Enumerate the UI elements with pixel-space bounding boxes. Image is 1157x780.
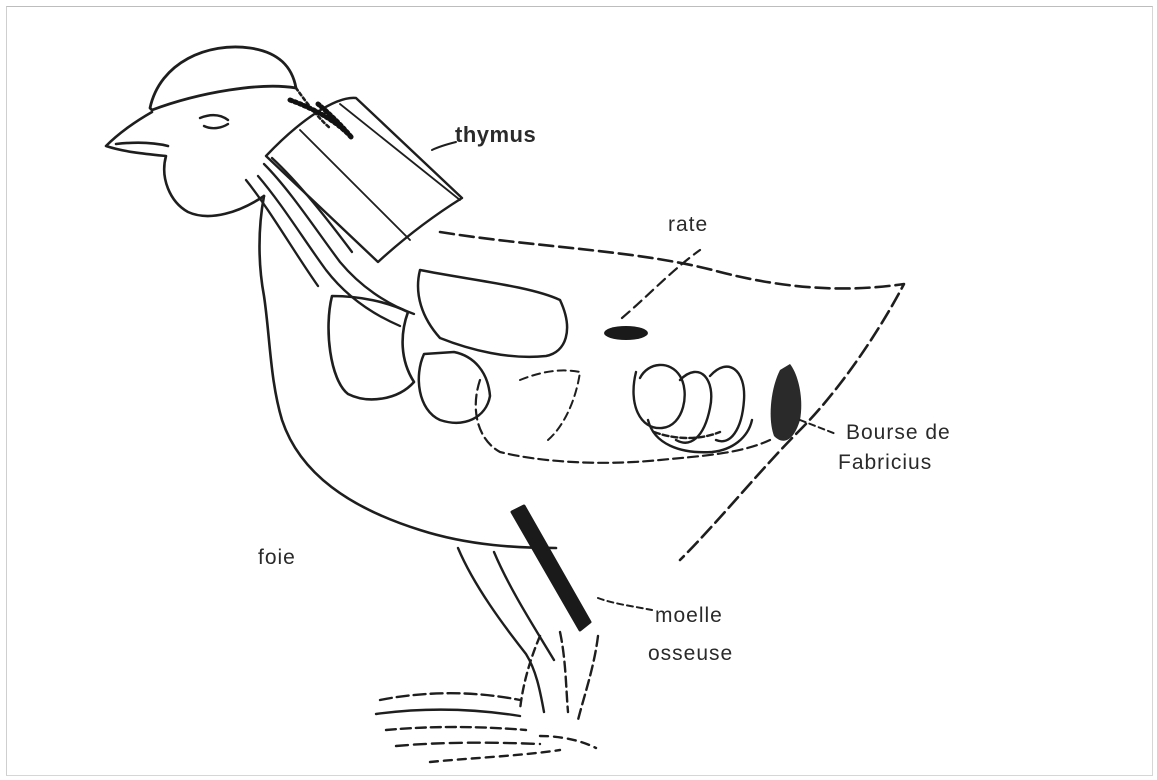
bursa-pointer-line	[800, 420, 836, 434]
label-bourse-line2: Fabricius	[838, 450, 932, 475]
spleen	[604, 326, 648, 340]
moelle-pointer-line	[598, 598, 652, 610]
intestine-inner	[520, 370, 580, 440]
label-moelle-line1: moelle	[655, 603, 723, 628]
head-outline	[106, 112, 264, 216]
label-foie: foie	[258, 545, 296, 570]
legs-outline	[458, 548, 598, 720]
liver-lobe	[419, 352, 490, 423]
body-back-outline	[440, 232, 904, 560]
feet	[376, 693, 596, 762]
coiled-intestine	[634, 365, 752, 452]
label-bourse-line1: Bourse de	[846, 420, 951, 445]
label-thymus: thymus	[455, 122, 536, 148]
label-rate: rate	[668, 212, 708, 237]
intestine-loop	[476, 380, 770, 463]
comb	[150, 47, 296, 110]
thymus-pointer-line	[432, 142, 456, 150]
thymus-organ	[266, 98, 462, 262]
beak-line	[116, 143, 168, 146]
label-moelle-line2: osseuse	[648, 641, 733, 666]
gizzard	[418, 270, 567, 357]
eye	[200, 115, 228, 128]
bursa-of-fabricius	[771, 364, 802, 441]
